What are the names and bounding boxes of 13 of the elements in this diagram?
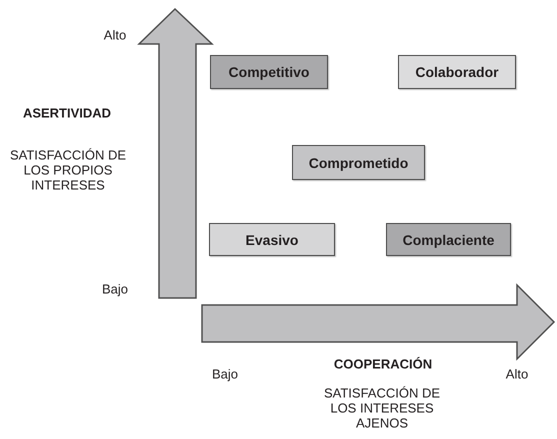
- axis-end-label: Alto: [104, 28, 126, 42]
- conflict-style-box: Complaciente: [386, 223, 511, 256]
- axis-description: SATISFACCIÓN DE LOS INTERESES AJENOS: [322, 386, 442, 430]
- conflict-style-box: Evasivo: [209, 223, 335, 256]
- axis-end-label: Alto: [506, 366, 528, 382]
- conflict-style-box: Competitivo: [210, 55, 328, 89]
- axis-description: SATISFACCIÓN DE LOS PROPIOS INTERESES: [8, 148, 128, 192]
- axis-end-label: Bajo: [102, 282, 128, 296]
- axis-title: ASERTIVIDAD: [22, 106, 112, 120]
- conflict-style-box: Comprometido: [292, 145, 425, 180]
- axis-title: COOPERACIÓN: [334, 356, 432, 372]
- axis-end-label: Bajo: [212, 366, 238, 382]
- conflict-style-box: Colaborador: [398, 55, 516, 89]
